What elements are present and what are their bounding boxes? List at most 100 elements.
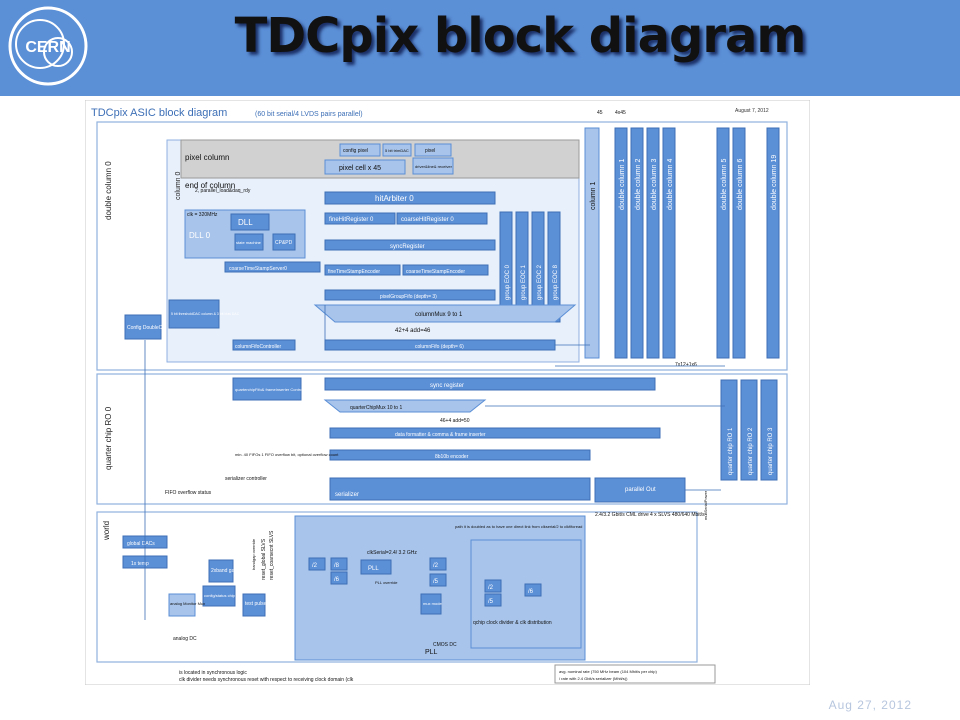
pixel-column-label: pixel column bbox=[185, 153, 229, 162]
pll-block bbox=[360, 559, 392, 575]
config-pixel-label: config pixel bbox=[343, 148, 368, 154]
rate-note-2: / rate with 2.4 Gbit/s serializer (Mhit/… bbox=[559, 676, 628, 681]
coarse-time-encoder-block bbox=[402, 264, 489, 276]
threshold-dac-block bbox=[168, 299, 220, 329]
test-pulse-label: test pulse bbox=[245, 601, 267, 607]
quarter-chip-ro1 bbox=[720, 379, 738, 481]
divider-5 bbox=[429, 573, 447, 587]
analog-dc-label: analog DC bbox=[173, 636, 197, 642]
parallel-out-block bbox=[594, 477, 686, 503]
bottom-note-1: is located in synchronous logic bbox=[179, 670, 247, 676]
double-column-3-label: double column 3 bbox=[651, 159, 658, 210]
column-0-label: column 0 bbox=[175, 171, 182, 200]
pll-override-label: PLL override bbox=[375, 580, 398, 585]
test-pulse-block bbox=[242, 593, 266, 617]
coarse-ts-server-block bbox=[224, 261, 321, 273]
trim-dac-label: 5 bit trimDAC bbox=[385, 148, 409, 153]
coarse-time-encoder-label: coarseTimeStampEncoder bbox=[406, 269, 465, 275]
divider-6-label: /2 bbox=[488, 585, 494, 591]
fine-time-encoder-label: fineTimeStampEncoder bbox=[328, 269, 380, 275]
quarter-chip-ro2 bbox=[740, 379, 758, 481]
data-formatter-block bbox=[329, 427, 661, 439]
divider-1 bbox=[308, 557, 326, 571]
dll0-label: DLL 0 bbox=[189, 231, 211, 240]
coarse-hit-register-label: coarseHitRegister 0 bbox=[401, 217, 454, 223]
quarter-chip-ro0-label: quarter chip RO 0 bbox=[104, 406, 113, 470]
label-45: 45 bbox=[597, 110, 603, 116]
group-eoc-2-label: group EOC 2 bbox=[537, 264, 543, 300]
hit-arbiter-block bbox=[324, 191, 496, 205]
pixel-cell-label: pixel cell x 45 bbox=[339, 165, 381, 172]
label-4x45: 4x45 bbox=[615, 110, 626, 116]
divider-3 bbox=[330, 571, 348, 585]
footer-date: Aug 27, 2012 bbox=[828, 698, 912, 712]
config-doublecol-block bbox=[124, 314, 162, 340]
serializer-controller-label: serializer controller bbox=[225, 476, 267, 482]
dll-block bbox=[230, 213, 270, 231]
pixel-group-fifo-label: pixelGroupFifo (depth= 3) bbox=[380, 294, 437, 300]
diagram-heading: TDCpix ASIC block diagram bbox=[91, 107, 227, 119]
slide-header: CERN TDCpix block diagram bbox=[0, 0, 960, 96]
state-machine-block bbox=[234, 233, 264, 251]
clk-serial-note: clkSerial=2.4/ 3.2 GHz bbox=[367, 550, 417, 556]
diagram-subheading: (60 bit serial/4 LVDS pairs parallel) bbox=[255, 111, 363, 118]
column-fifo-controller-block bbox=[232, 339, 296, 351]
sync-register-block bbox=[324, 239, 496, 251]
fine-time-encoder-block bbox=[324, 264, 401, 276]
pll-region-label: PLL bbox=[425, 649, 438, 656]
group-eoc-1-label: group EOC 1 bbox=[521, 264, 527, 300]
cern-logo-text: CERN bbox=[25, 39, 70, 56]
divider-6 bbox=[484, 579, 502, 593]
world-label: world bbox=[102, 521, 111, 541]
path-note: path it is doubled as to have one direct… bbox=[455, 524, 582, 529]
fine-hit-register-block bbox=[324, 212, 396, 225]
double-column-1 bbox=[614, 127, 628, 359]
pll-block-label: PLL bbox=[368, 566, 379, 572]
double-column-4-label: double column 4 bbox=[667, 159, 674, 210]
column-fifo-label: columnFifo (depth= 6) bbox=[415, 344, 464, 350]
coarse-ts-server-label: coarseTimeStampServer0 bbox=[229, 266, 287, 272]
config-doublecol-label: Config DoubleCol bbox=[127, 325, 166, 331]
fifo-overflow-label: FIFO overflow status bbox=[165, 490, 212, 496]
quarter-fifo-label: quarterchipFifo& frameInserter Controlle… bbox=[235, 387, 308, 392]
group-eoc-8-label: group EOC 8 bbox=[553, 264, 559, 300]
column-mux-shape bbox=[313, 304, 577, 323]
group-eoc-0-label: group EOC 0 bbox=[505, 264, 511, 300]
divider-4 bbox=[429, 557, 447, 571]
add-50-label: 46+4 add=50 bbox=[440, 418, 470, 424]
reset-global-label: reset_global SLVS bbox=[261, 538, 267, 580]
driver-receiver-block bbox=[412, 157, 454, 175]
cmos-dc-label: CMOS DC bbox=[433, 642, 457, 648]
analog-monitor-label: analog Monitor Mux bbox=[170, 601, 205, 606]
rate-note-box bbox=[554, 664, 716, 684]
double-column-4 bbox=[662, 127, 676, 359]
coarse-hit-register-block bbox=[396, 212, 488, 225]
divider-5-label: /5 bbox=[433, 579, 439, 585]
reset-coarsecnt-label: reset_coarsecnt SLVS bbox=[269, 530, 275, 580]
double-column-19-label: double column 19 bbox=[771, 155, 778, 210]
double-column-2-label: double column 2 bbox=[635, 159, 642, 210]
double-column-6-label: double column 6 bbox=[737, 159, 744, 210]
encoder-8b10b-label: 8b10b encoder bbox=[435, 454, 469, 460]
bandgap-block bbox=[208, 559, 234, 583]
quarter-chip-ro0-frame bbox=[96, 373, 788, 505]
threshold-dac-label: 5 bit thresholdDAC column & 3 bit bias D… bbox=[171, 312, 240, 316]
double-column-5-label: double column 5 bbox=[721, 159, 728, 210]
block-diagram: TDCpix ASIC block diagram (60 bit serial… bbox=[85, 100, 810, 685]
world-frame bbox=[96, 511, 698, 663]
double-column-1-label: double column 1 bbox=[619, 159, 626, 210]
label-7x12: 7x12+1x6 bbox=[675, 362, 697, 368]
bottom-note-2: clk divider needs synchronous reset with… bbox=[179, 677, 354, 683]
double-column-2 bbox=[630, 127, 644, 359]
state-machine-label: state machine bbox=[236, 240, 262, 245]
quarter-chip-ro3 bbox=[760, 379, 778, 481]
column-mux-label: columnMux 9 to 1 bbox=[415, 312, 463, 318]
double-column-6 bbox=[732, 127, 746, 359]
divider-7 bbox=[484, 593, 502, 607]
dll-label: DLL bbox=[238, 218, 253, 227]
double-column-3 bbox=[646, 127, 660, 359]
hit-arbiter-label: hitArbiter 0 bbox=[375, 194, 414, 203]
config-status-label: config/status chip bbox=[204, 593, 236, 598]
divider-2-label: /8 bbox=[334, 563, 340, 569]
diagram-date: August 7, 2012 bbox=[735, 108, 769, 114]
